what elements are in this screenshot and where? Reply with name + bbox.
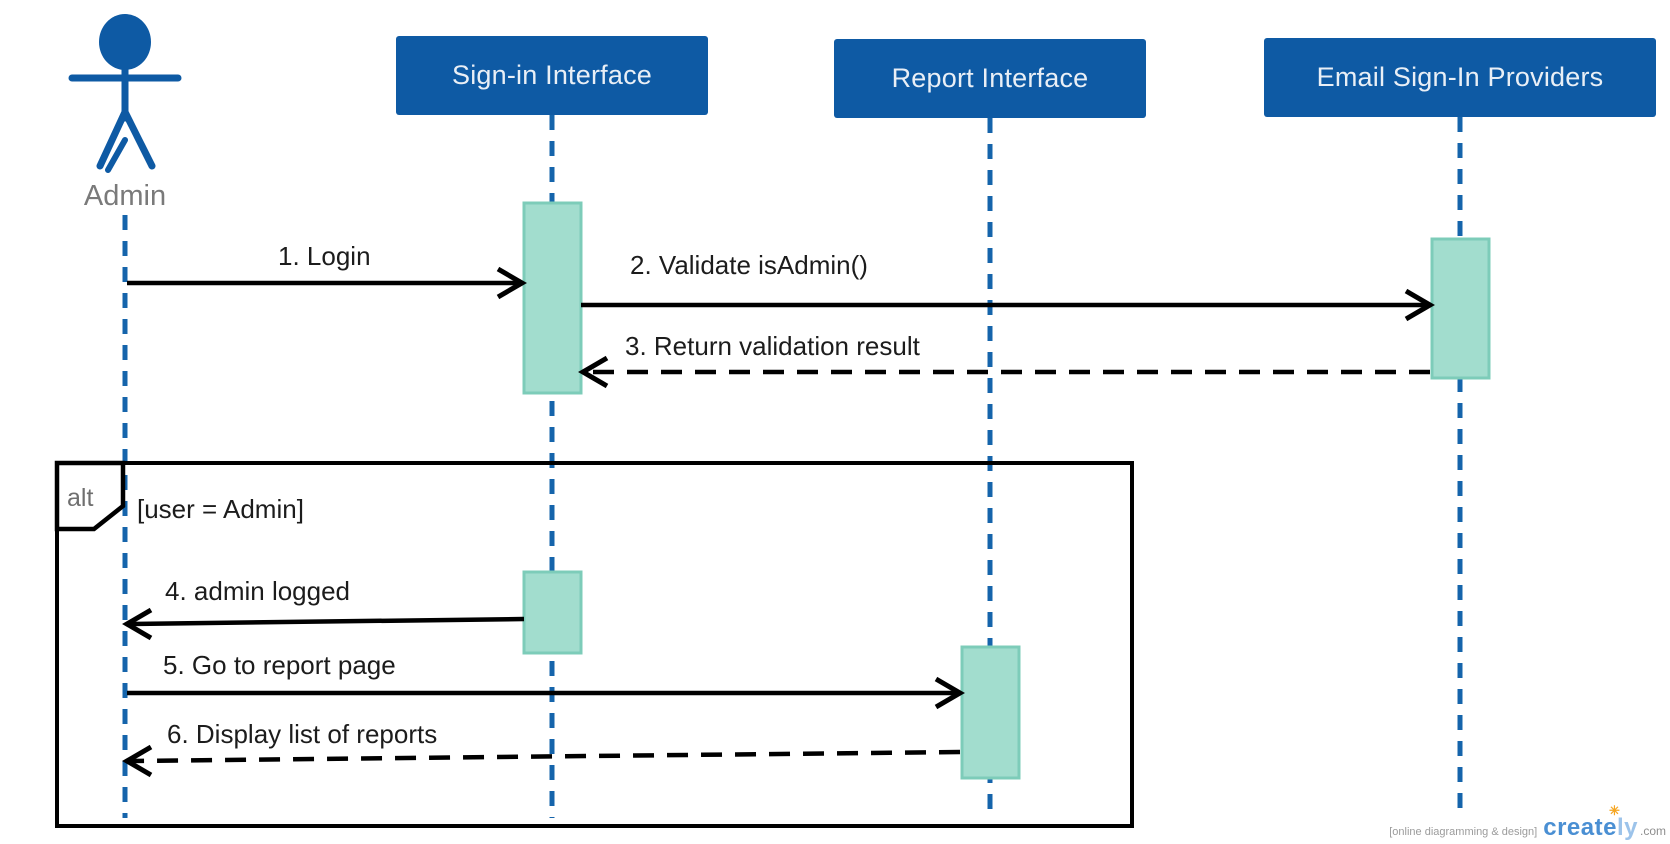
activation-email (1430, 237, 1491, 380)
message-4-arrow (122, 607, 525, 641)
alt-fragment-label-pentagon (54, 460, 126, 532)
alt-guard-label: [user = Admin] (137, 494, 304, 524)
message-2-arrow (581, 288, 1435, 322)
actor-left-leg (96, 108, 129, 170)
message-6-label: 6. Display list of reports (167, 719, 438, 749)
creately-sparkle-icon: ✳ (1608, 803, 1621, 818)
message-3-label: 3. Return validation result (625, 331, 920, 361)
creately-watermark: [online diagramming & design] create✳ly … (1389, 803, 1666, 842)
activation-report (960, 645, 1021, 780)
actor-icon (68, 14, 182, 173)
actor-name: Admin (83, 180, 167, 212)
participant-report-interface: Report Interface (834, 39, 1146, 118)
participant-label: Report Interface (891, 63, 1089, 93)
participant-signin-interface: Sign-in Interface (396, 36, 708, 115)
watermark-domain[interactable]: .com (1639, 824, 1666, 838)
activation-signin-1 (522, 201, 583, 395)
message-5-arrow (127, 676, 965, 710)
alt-operator-label: alt (67, 484, 94, 512)
message-3-arrow (578, 355, 1430, 389)
message-2-label: 2. Validate isAdmin() (630, 250, 868, 280)
creately-logo-tail-text[interactable]: ly (1616, 814, 1638, 841)
actor-right-leg (121, 108, 156, 170)
participant-email-providers: Email Sign-In Providers (1264, 38, 1656, 117)
participant-label: Sign-in Interface (451, 60, 652, 90)
creately-logo[interactable]: create (1543, 814, 1617, 841)
creately-logo-tail[interactable]: ✳ly (1609, 803, 1638, 842)
alt-fragment-frame (55, 461, 1134, 828)
watermark-tagline: [online diagramming & design] (1389, 826, 1538, 838)
message-6-arrow (122, 744, 961, 778)
actor-leg-detail (105, 137, 128, 173)
actor-head (99, 14, 151, 70)
activation-signin-2 (522, 570, 583, 655)
message-4-label: 4. admin logged (165, 576, 351, 606)
message-1-arrow (127, 266, 527, 300)
participant-label: Email Sign-In Providers (1316, 62, 1604, 92)
message-5-label: 5. Go to report page (163, 650, 396, 680)
message-1-label: 1. Login (278, 241, 371, 271)
